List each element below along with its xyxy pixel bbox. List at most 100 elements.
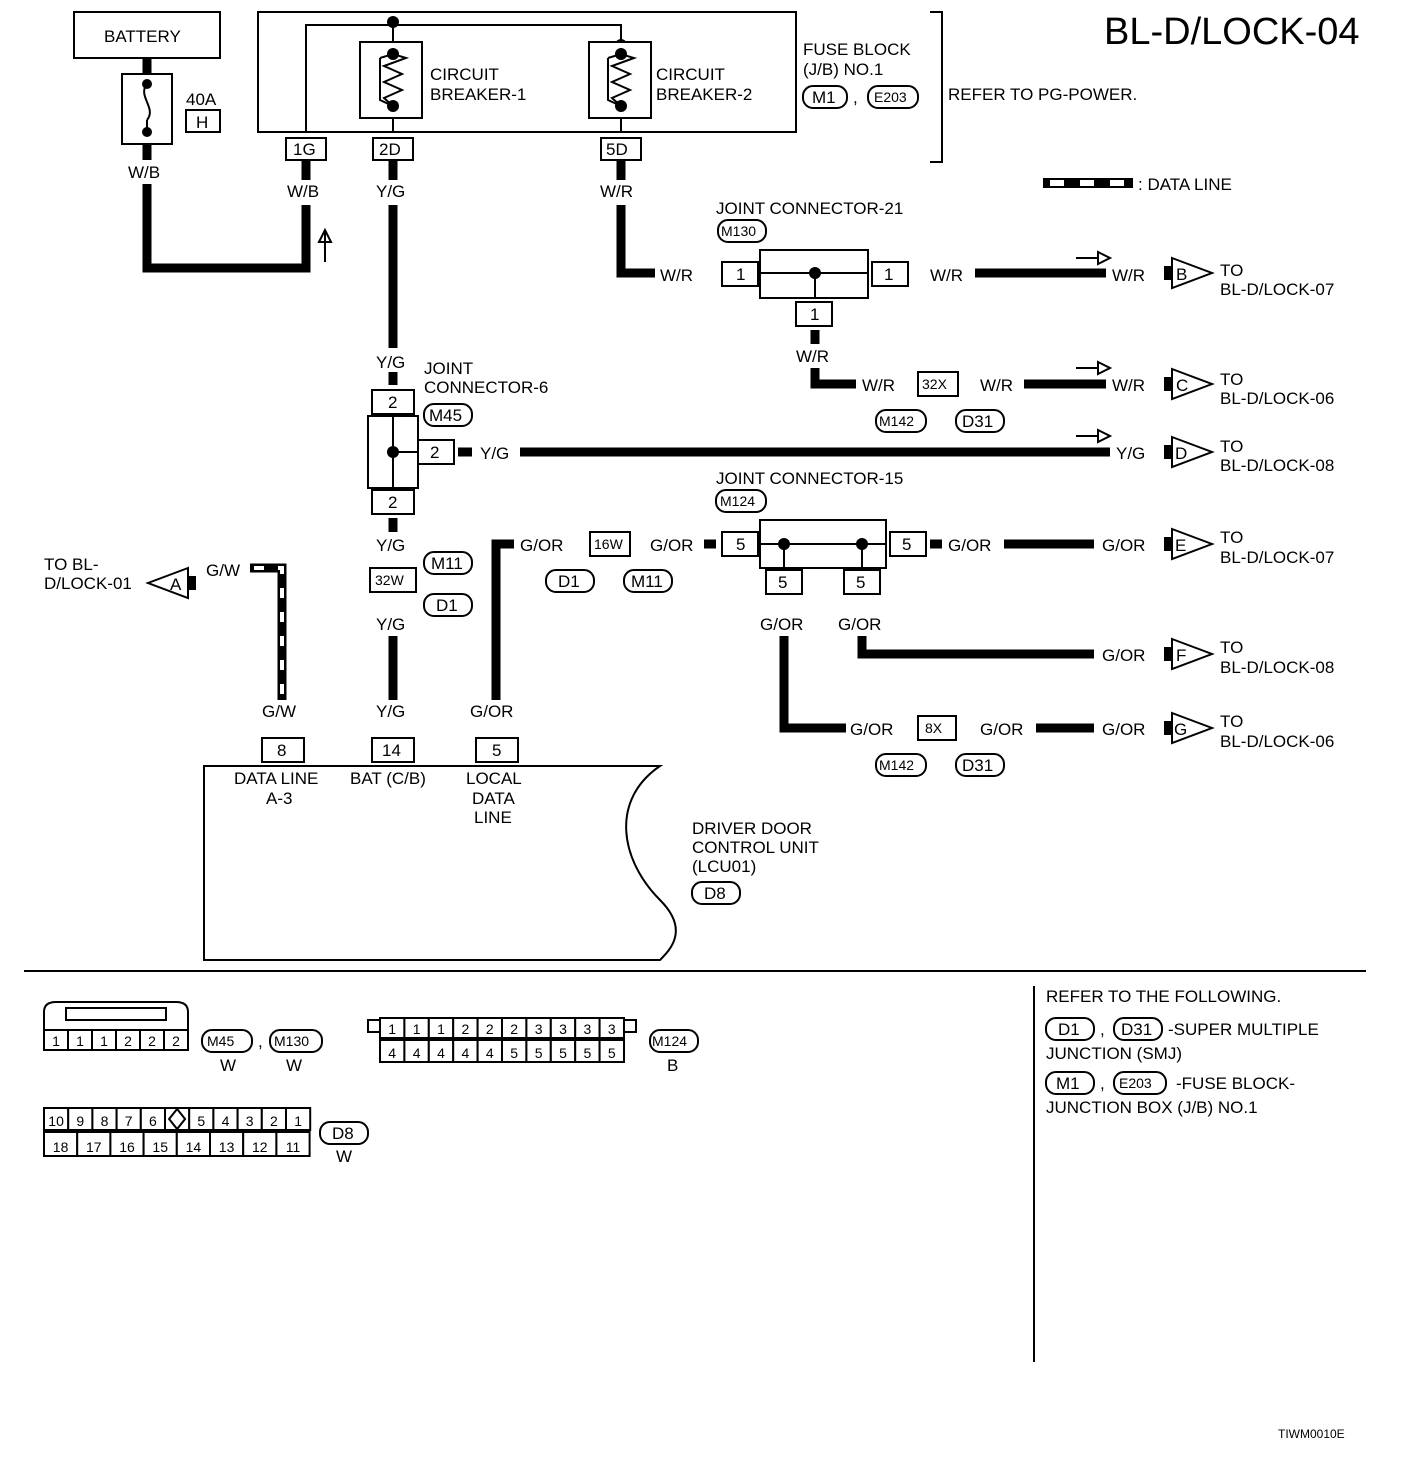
m124-pin-cell: [598, 1017, 625, 1039]
cb1-label-2: BREAKER-1: [430, 85, 526, 104]
refer-jb-c2: E203: [1119, 1075, 1152, 1091]
inline-m11: M11: [631, 572, 663, 591]
m124-pin: 1: [413, 1021, 421, 1037]
fuse-block-conn-1: M1: [812, 88, 836, 107]
offpage-b-target: BL-D/LOCK-07: [1220, 280, 1334, 299]
refer-jb-c1: M1: [1056, 1074, 1080, 1093]
wire-color-label: W/R: [1112, 266, 1145, 285]
m124-pin: 5: [584, 1045, 592, 1061]
refer-jb-text-1: -FUSE BLOCK-: [1176, 1074, 1295, 1093]
m124-pin: 2: [486, 1021, 494, 1037]
offpage-f-target: BL-D/LOCK-08: [1220, 658, 1334, 677]
m124-pin: 1: [388, 1021, 396, 1037]
direction-arrow-icon: [317, 227, 333, 262]
cb2-label-2: BREAKER-2: [656, 85, 752, 104]
inline-d1: D1: [436, 596, 458, 615]
terminal-2d: 2D: [379, 140, 401, 159]
wire-color-label: Y/G: [376, 353, 405, 372]
offpage-b-letter: B: [1176, 265, 1187, 284]
m124-pin: 3: [608, 1021, 616, 1037]
fuse-block-label-2: (J/B) NO.1: [803, 60, 883, 79]
jc15-label: JOINT CONNECTOR-15: [716, 469, 903, 488]
wire-color-label: Y/G: [480, 444, 509, 463]
d8-key-notch-icon: [167, 1107, 187, 1131]
bracket: [930, 11, 943, 163]
jc15-pin-left: 5: [736, 535, 745, 554]
inline-32w: 32W: [375, 572, 405, 588]
offpage-f-letter: F: [1176, 646, 1186, 665]
breaker-coil-icon: [379, 52, 410, 107]
separator: ,: [1100, 1020, 1105, 1039]
d8-pin-cell: [109, 1131, 145, 1157]
unit-label-5a: LOCAL: [466, 769, 522, 788]
jc21-pin-left: 1: [736, 265, 745, 284]
wire-color-label: Y/G: [376, 536, 405, 555]
unit-pin-8: 8: [277, 741, 286, 760]
wire-color-label: G/W: [262, 702, 296, 721]
d8-pin: 5: [197, 1113, 205, 1129]
m124-pin: 5: [608, 1045, 616, 1061]
fuse-code: H: [196, 113, 208, 132]
offpage-to: TO: [1220, 261, 1243, 280]
refer-smj-text-1: -SUPER MULTIPLE: [1168, 1020, 1319, 1039]
offpage-d-target: BL-D/LOCK-08: [1220, 456, 1334, 475]
wire-color-label: Y/G: [376, 615, 405, 634]
m45-pin: 2: [124, 1033, 132, 1049]
wire-color-label: Y/G: [376, 702, 405, 721]
wire-color-label: G/OR: [1102, 720, 1145, 739]
d8-pin: 13: [219, 1139, 235, 1155]
unit-label-14: BAT (C/B): [350, 769, 426, 788]
refer-smj-c2: D31: [1121, 1020, 1152, 1039]
jc21-label: JOINT CONNECTOR-21: [716, 199, 903, 218]
diagram-title: BL-D/LOCK-04: [1104, 11, 1360, 53]
offpage-g-target: BL-D/LOCK-06: [1220, 732, 1334, 751]
inline-d31: D31: [962, 756, 993, 775]
offpage-to: TO: [1220, 437, 1243, 456]
m45-pin: 1: [76, 1033, 84, 1049]
m124-pin: 5: [535, 1045, 543, 1061]
d8-pin: 8: [101, 1113, 109, 1129]
d8-pin: 11: [286, 1139, 301, 1155]
m124-pin: 1: [437, 1021, 445, 1037]
m124-pin: 4: [413, 1045, 421, 1061]
refer-jb-text-2: JUNCTION BOX (J/B) NO.1: [1046, 1098, 1258, 1117]
wire-color-label: W/R: [600, 182, 633, 201]
wire-color-label: G/W: [206, 561, 240, 580]
m124-pin: 2: [510, 1021, 518, 1037]
refer-head: REFER TO THE FOLLOWING.: [1046, 987, 1281, 1006]
fuse-amp: 40A: [186, 90, 217, 109]
data-line-legend-icon: [1043, 178, 1133, 188]
m124-pin: 4: [437, 1045, 445, 1061]
unit-label-5c: LINE: [474, 808, 512, 827]
battery-label: BATTERY: [104, 27, 181, 46]
offpage-d: D TO BL-D/LOCK-08: [1164, 435, 1334, 475]
inline-16w: 16W: [594, 536, 624, 552]
wire-color-label: W/R: [1112, 376, 1145, 395]
fuse-block-box: [257, 11, 797, 133]
wire-wb-battery: [142, 184, 311, 273]
d8-pin-cell: [43, 1131, 79, 1157]
offpage-to: TO: [1220, 638, 1243, 657]
unit-pin-14: 14: [382, 741, 401, 760]
inline-m142: M142: [879, 757, 914, 773]
wire-color-label: W/R: [660, 266, 693, 285]
unit-label-8a: DATA LINE: [234, 769, 318, 788]
offpage-a-target-2: D/LOCK-01: [44, 574, 132, 593]
wire-color-label: G/OR: [650, 536, 693, 555]
d8-pin: 17: [86, 1139, 102, 1155]
jc6-conn: M45: [429, 406, 462, 425]
wire-color-label: W/R: [930, 266, 963, 285]
cb1-label-1: CIRCUIT: [430, 65, 499, 84]
separator: ,: [853, 88, 858, 107]
d8-pin: 9: [76, 1113, 84, 1129]
m130-id: M130: [274, 1033, 309, 1049]
wire-color-label: G/OR: [470, 702, 513, 721]
m124-pin: 5: [510, 1045, 518, 1061]
d8-pin-cell: [275, 1131, 311, 1157]
m124-color: B: [667, 1056, 678, 1075]
data-line-wire: [250, 563, 287, 700]
m124-pin-cell: [598, 1039, 625, 1063]
d8-pin-cell: [142, 1131, 178, 1157]
